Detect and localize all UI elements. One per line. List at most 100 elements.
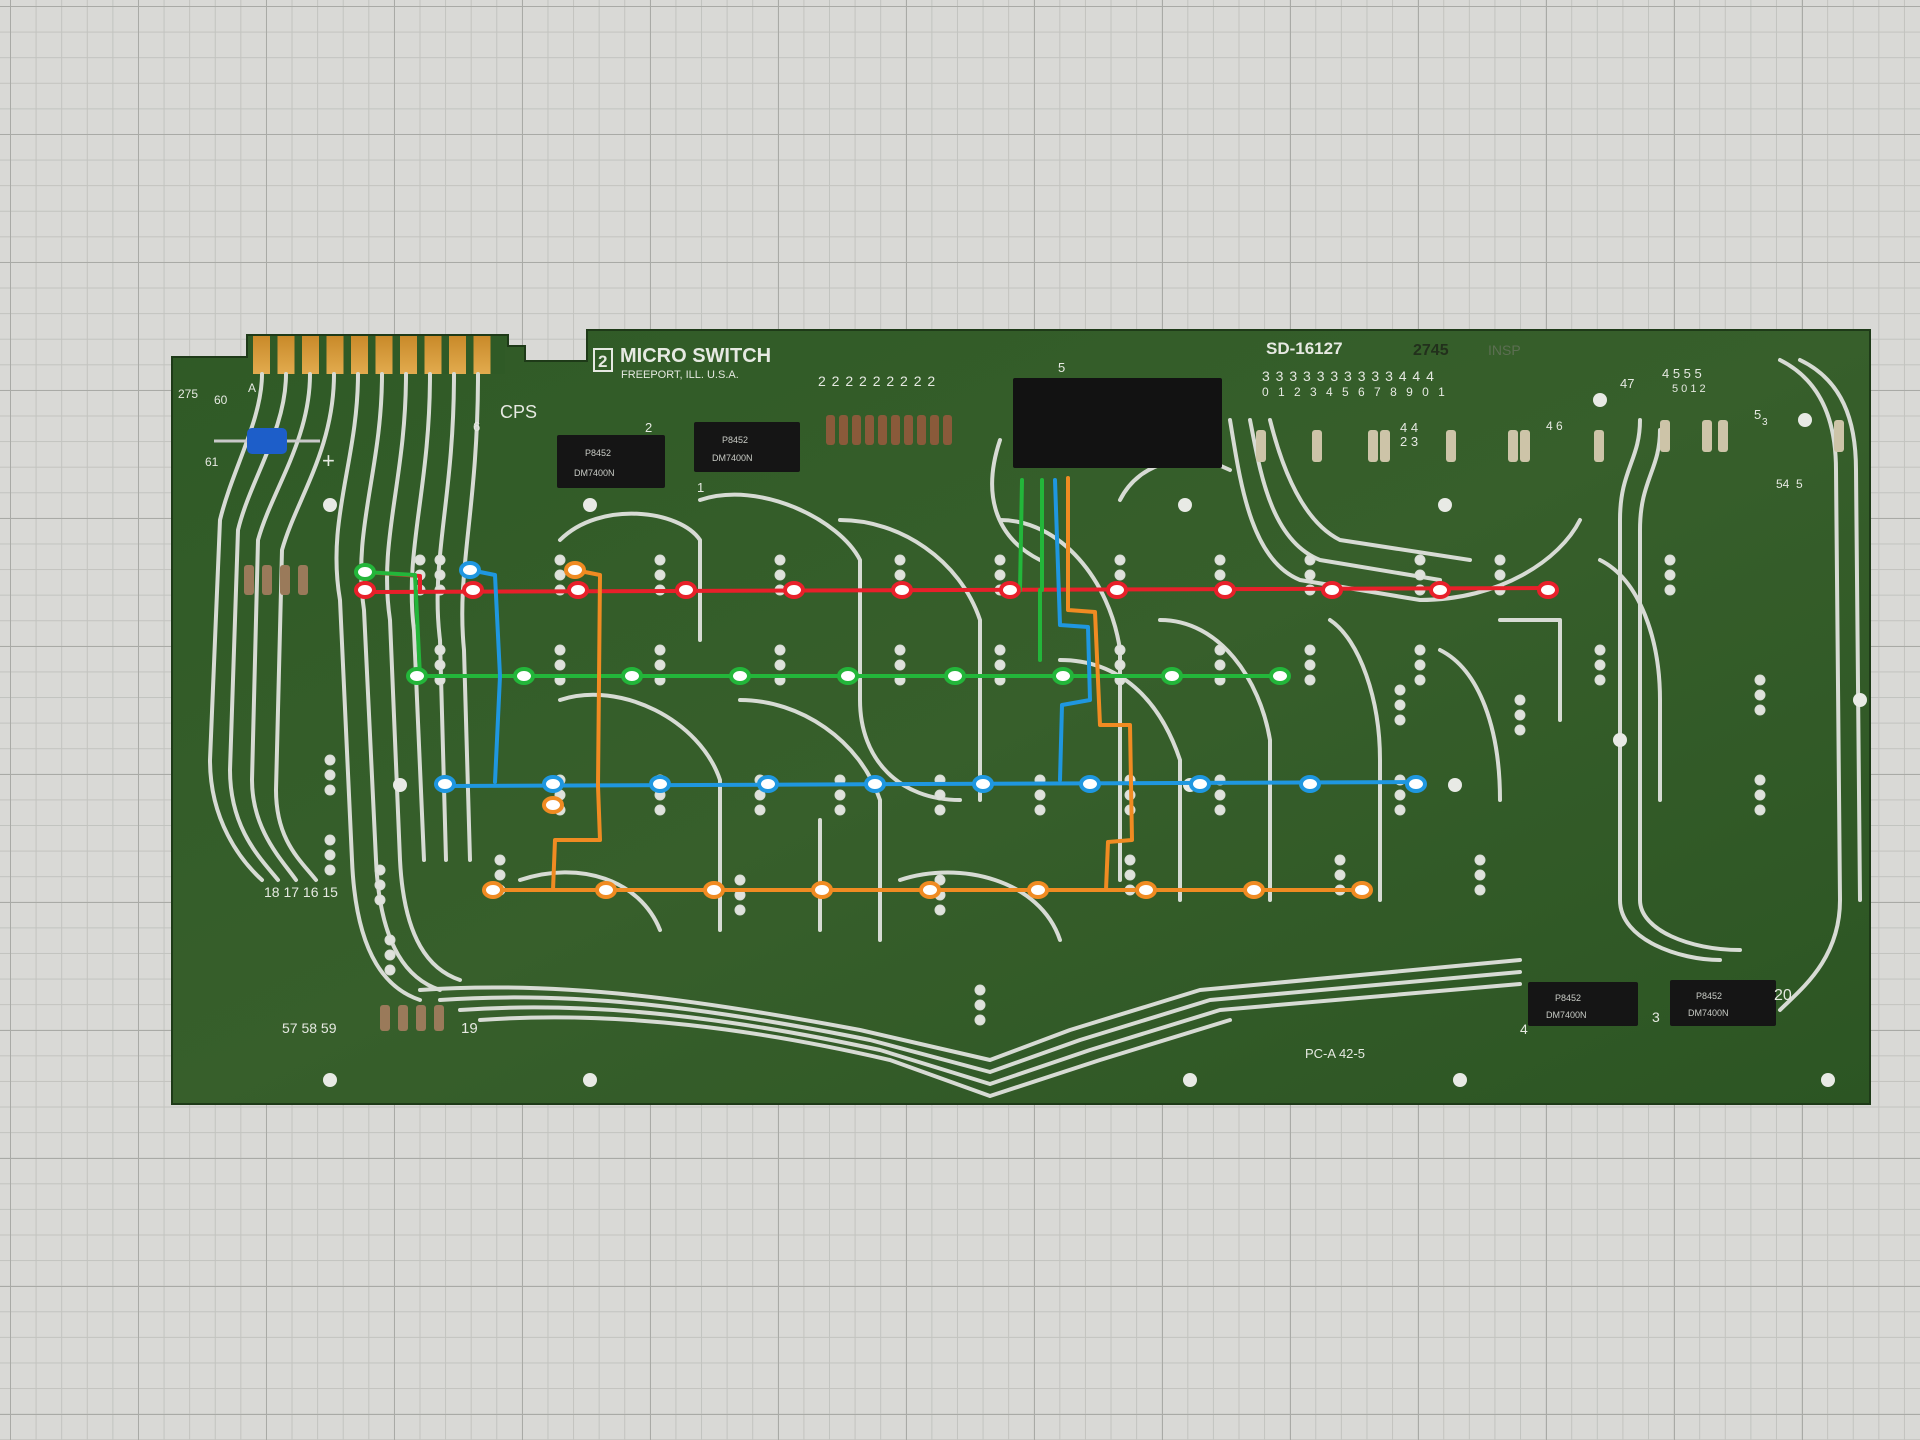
solder-pad (774, 554, 786, 566)
silver-trace (1778, 358, 1842, 1012)
overlay-node (729, 667, 751, 685)
resistor (1446, 430, 1456, 462)
resistor (434, 1005, 444, 1031)
overlay-node (1537, 581, 1559, 599)
resistor (380, 1005, 390, 1031)
solder-pad (554, 554, 566, 566)
solder-pad (774, 659, 786, 671)
silver-trace (334, 372, 422, 1002)
mounting-hole (1438, 498, 1452, 512)
pin-47-label: 47 (1620, 376, 1634, 391)
resistor (826, 415, 835, 445)
overlay-node (1135, 881, 1157, 899)
solder-pad (384, 964, 396, 976)
solder-pad (1664, 554, 1676, 566)
mounting-hole (1613, 733, 1627, 747)
overlay-node (482, 881, 504, 899)
resistor (930, 415, 939, 445)
solder-pad (414, 554, 426, 566)
solder-pad (1754, 804, 1766, 816)
gold-finger (253, 336, 270, 374)
mounting-hole (323, 498, 337, 512)
solder-pad (894, 569, 906, 581)
solder-pad (734, 904, 746, 916)
chip-5-label: 5 (1058, 360, 1065, 375)
solder-pad (1214, 659, 1226, 671)
resistor (1702, 420, 1712, 452)
solder-pad (1034, 804, 1046, 816)
solder-pad (1214, 804, 1226, 816)
pad-60-label: 60 (214, 393, 228, 407)
solder-pad (1474, 869, 1486, 881)
resistor (917, 415, 926, 445)
overlay-node (1214, 581, 1236, 599)
pins-18-15-label: 18 17 16 15 (264, 884, 338, 900)
solder-pad (1304, 554, 1316, 566)
overlay-node (354, 563, 376, 581)
overlay-node (1079, 775, 1101, 793)
pad-a-label: A (248, 381, 256, 395)
chip-3-maker: P8452 (1696, 991, 1722, 1001)
resistor (878, 415, 887, 445)
solder-pad (1664, 584, 1676, 596)
solder-pad (934, 904, 946, 916)
solder-pad (774, 644, 786, 656)
chip-4-type: DM7400N (1546, 1010, 1587, 1020)
silver-trace (1438, 648, 1502, 802)
resistor (839, 415, 848, 445)
overlay-node (919, 881, 941, 899)
solder-pad (994, 644, 1006, 656)
silver-trace (385, 372, 462, 982)
resistor-array (244, 415, 1844, 1031)
plus-label: + (322, 448, 335, 473)
solder-pad (974, 999, 986, 1011)
solder-pad (384, 949, 396, 961)
mounting-hole (393, 778, 407, 792)
solder-pad (1594, 644, 1606, 656)
overlay-node (944, 667, 966, 685)
solder-pad (494, 854, 506, 866)
solder-pad (1414, 659, 1426, 671)
solder-pad (894, 644, 906, 656)
mounting-hole (323, 1073, 337, 1087)
top-row-3-label: 3 3 3 3 3 3 3 3 3 3 4 4 4 (1262, 368, 1435, 384)
silver-trace (228, 372, 288, 882)
mounting-hole (1448, 778, 1462, 792)
mounting-hole (1853, 693, 1867, 707)
resistor (1660, 420, 1670, 452)
resistor (1368, 430, 1378, 462)
mounting-hole (583, 1073, 597, 1087)
overlay-node (1243, 881, 1265, 899)
chip-4-maker: P8452 (1555, 993, 1581, 1003)
chip-1-label: 1 (697, 480, 704, 495)
overlay-node (595, 881, 617, 899)
solder-pad (1494, 554, 1506, 566)
mounting-hole (1453, 1073, 1467, 1087)
solder-pad (834, 804, 846, 816)
overlay-node (1106, 581, 1128, 599)
silver-trace (1498, 618, 1562, 722)
solder-pad (1594, 659, 1606, 671)
silkscreen-labels: 2 MICRO SWITCH FREEPORT, ILL. U.S.A. SD-… (178, 339, 1803, 1061)
silver-trace (1158, 618, 1272, 902)
solder-pad (1394, 714, 1406, 726)
chip-6-label: 6 (473, 419, 480, 434)
manufacturer-mark: 2 (598, 352, 607, 371)
solder-pad (1334, 869, 1346, 881)
solder-pad (654, 554, 666, 566)
overlay-node (891, 581, 913, 599)
overlay-wire (1066, 476, 1134, 892)
solder-pad (1304, 674, 1316, 686)
silver-trace (460, 372, 480, 862)
silver-trace (558, 692, 722, 932)
silver-trace (1328, 618, 1382, 902)
ic-chip-1: P8452 DM7400N (557, 435, 665, 488)
pin-53-sub-label: 3 (1762, 417, 1768, 428)
solder-pad (994, 569, 1006, 581)
solder-pad (654, 569, 666, 581)
solder-pad (1664, 569, 1676, 581)
silver-trace (698, 492, 962, 802)
solder-pad (834, 789, 846, 801)
resistor (1520, 430, 1530, 462)
